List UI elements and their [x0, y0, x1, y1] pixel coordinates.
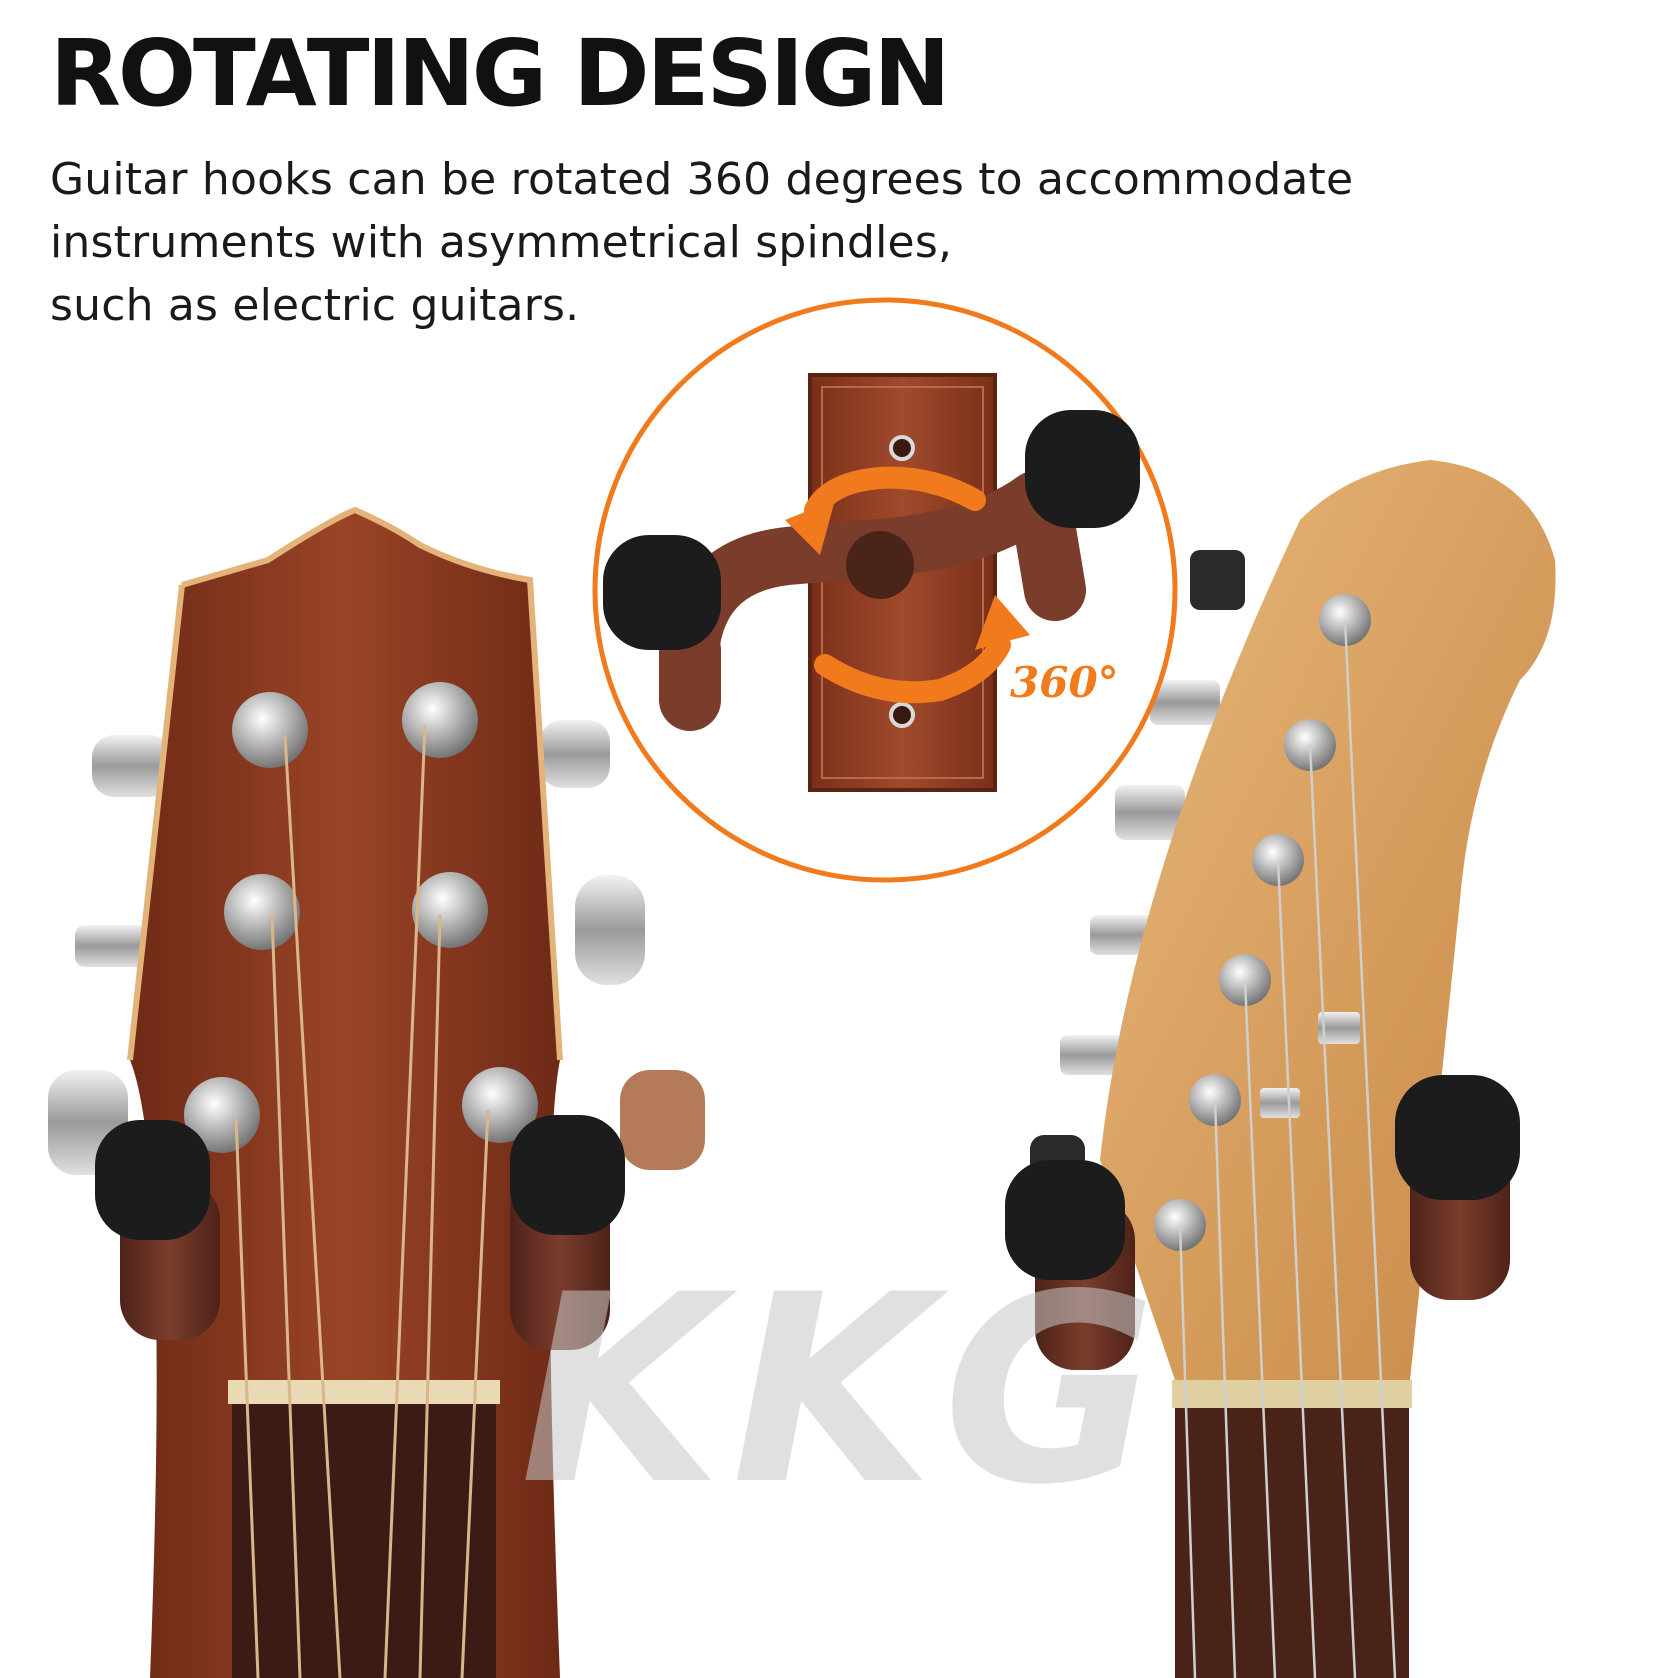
description: Guitar hooks can be rotated 360 degrees … — [50, 148, 1550, 337]
acoustic-headstock — [48, 506, 705, 1678]
acoustic-tuner-buttons — [48, 720, 705, 1175]
rotation-arrows-icon — [804, 466, 1011, 704]
acoustic-hook-right — [510, 1115, 625, 1350]
acoustic-hook-left — [95, 1120, 220, 1340]
brand-watermark: KKG — [520, 1240, 1167, 1542]
description-line-2: instruments with asymmetrical spindles, — [50, 217, 953, 268]
description-line-1: Guitar hooks can be rotated 360 degrees … — [50, 154, 1354, 205]
electric-hook-right — [1395, 1075, 1520, 1300]
rotation-degree-label: 360° — [1010, 658, 1119, 707]
electric-headstock — [1005, 460, 1556, 1678]
electric-hook-left — [1005, 1160, 1135, 1370]
headline: ROTATING DESIGN — [50, 20, 950, 127]
hook-detail-inset — [592, 297, 1178, 883]
acoustic-string-posts — [184, 682, 538, 1153]
description-line-3: such as electric guitars. — [50, 280, 580, 331]
